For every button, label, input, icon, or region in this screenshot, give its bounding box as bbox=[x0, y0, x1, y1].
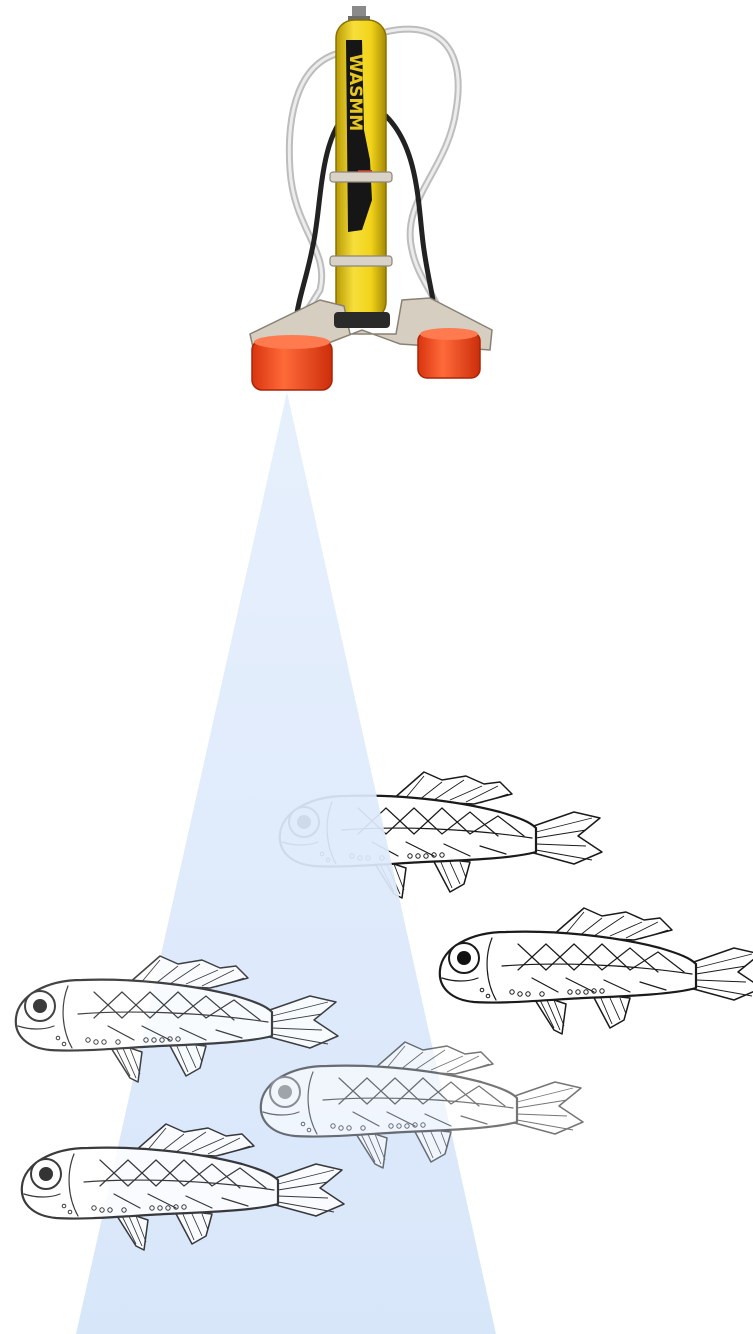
logo-text: WASMM bbox=[345, 54, 365, 131]
right-transducer bbox=[418, 328, 480, 378]
left-transducer bbox=[252, 335, 332, 390]
lower-clamp bbox=[330, 256, 392, 266]
upper-clamp bbox=[330, 172, 392, 182]
housing-endcap bbox=[334, 312, 390, 328]
echosounder-instrument: WASMM bbox=[250, 6, 492, 390]
fish-2-right bbox=[440, 908, 753, 1034]
